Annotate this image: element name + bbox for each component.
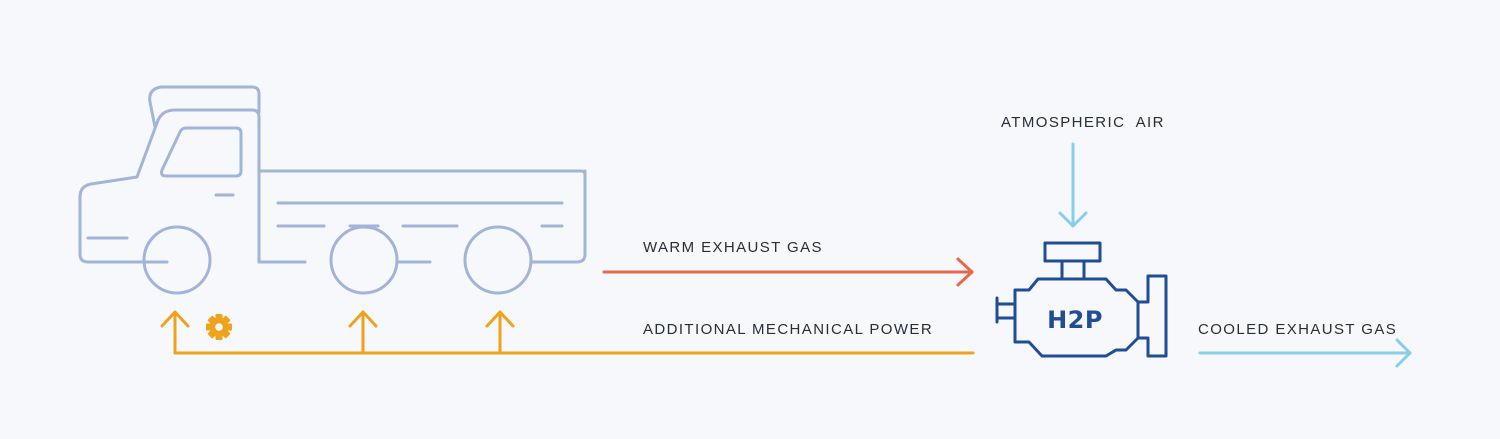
cooled-exhaust-arrow	[1198, 338, 1412, 368]
warm-exhaust-arrow	[602, 257, 974, 287]
atmospheric-air-arrow	[1058, 142, 1088, 228]
truck-front-wheel	[142, 225, 212, 295]
engine-icon	[995, 241, 1168, 358]
cooled-exhaust-label: COOLED EXHAUST GAS	[1198, 321, 1398, 338]
mechanical-power-flow	[160, 310, 975, 355]
truck-rear-wheel	[463, 225, 533, 295]
truck-icon	[78, 85, 587, 264]
engine-label: H2P	[1047, 306, 1103, 334]
truck-middle-wheel	[329, 225, 399, 295]
gear-icon	[206, 314, 232, 340]
atmospheric-air-label: ATMOSPHERIC AIR	[1001, 114, 1165, 131]
mechanical-power-label: ADDITIONAL MECHANICAL POWER	[643, 321, 934, 338]
warm-exhaust-label: WARM EXHAUST GAS	[643, 239, 823, 256]
